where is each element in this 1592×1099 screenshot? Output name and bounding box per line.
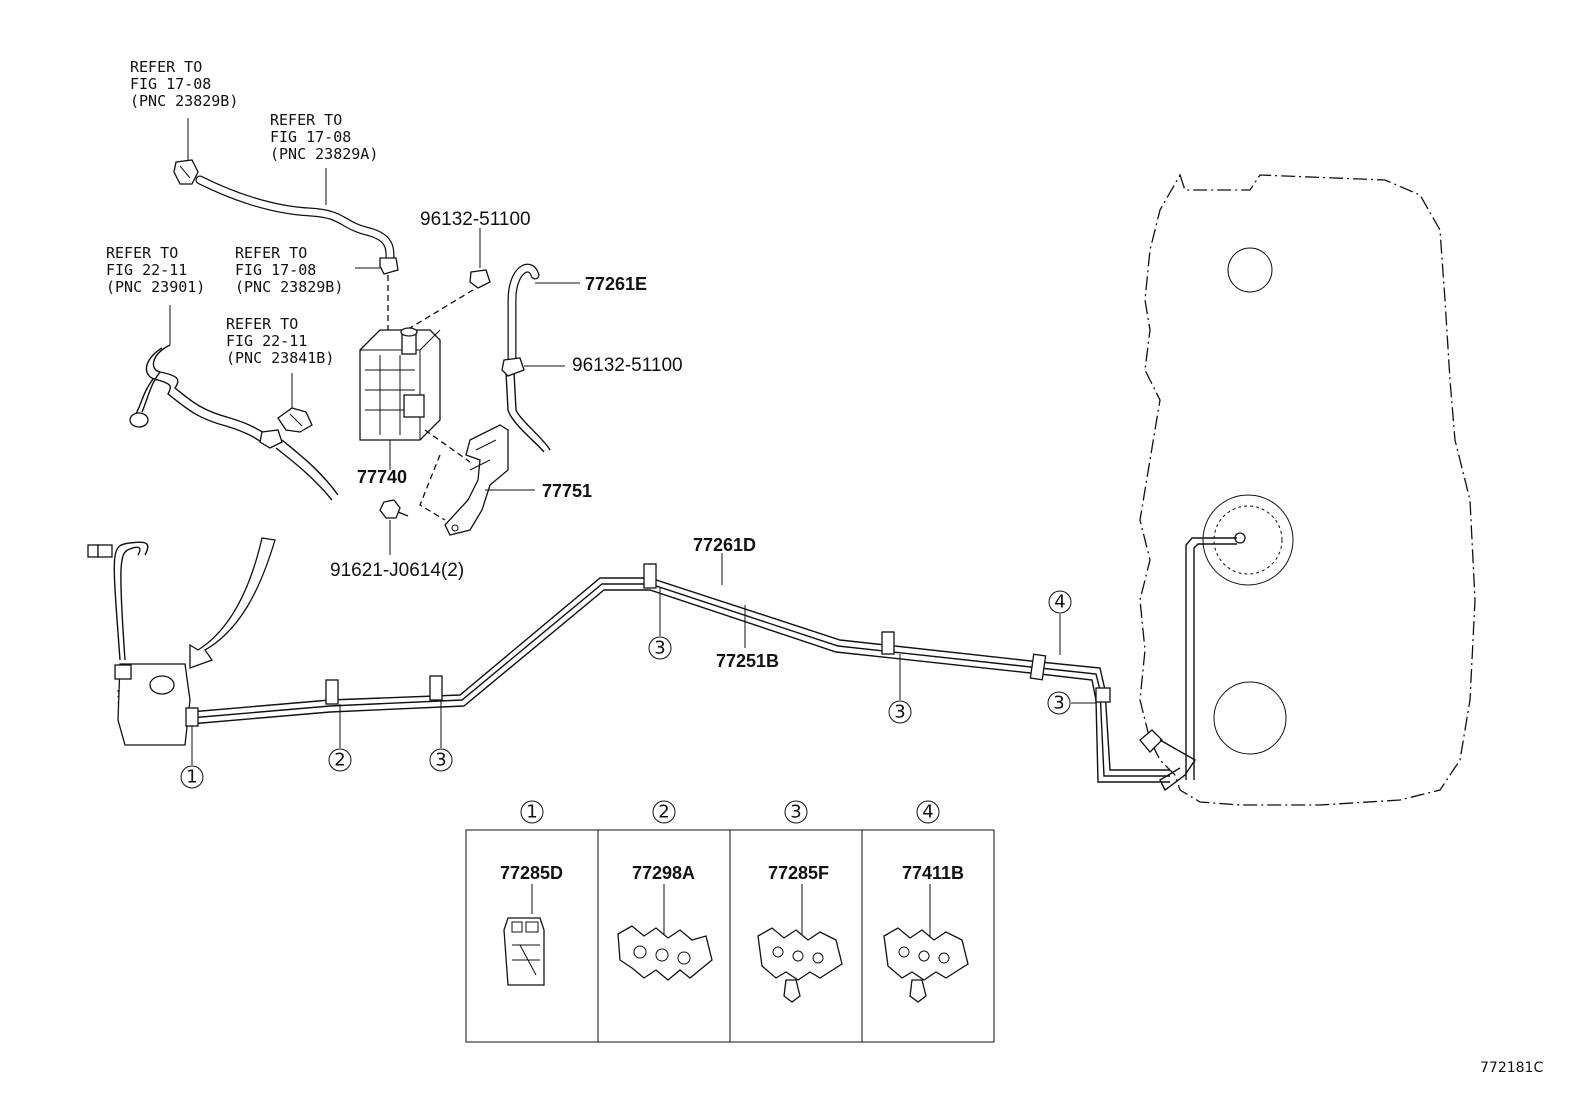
svg-text:3: 3	[654, 638, 665, 659]
legend-item-1: 1 77285D	[500, 800, 563, 986]
svg-text:1: 1	[526, 802, 537, 823]
svg-text:REFER TO: REFER TO	[106, 244, 178, 262]
svg-text:3: 3	[435, 750, 446, 771]
svg-text:FIG 17-08: FIG 17-08	[235, 261, 316, 279]
callout-4-route: 4	[1048, 590, 1072, 655]
direction-arrow	[189, 537, 276, 669]
svg-text:(PNC 23829B): (PNC 23829B)	[130, 92, 238, 110]
svg-text:FIG 22-11: FIG 22-11	[226, 332, 307, 350]
callout-3-route-c: 3	[888, 654, 912, 724]
hose-23829a	[173, 159, 399, 275]
canister-77740	[359, 327, 441, 441]
svg-text:REFER TO: REFER TO	[130, 58, 202, 76]
svg-text:77285F: 77285F	[768, 863, 829, 883]
part-label-77751: 77751	[542, 481, 592, 501]
svg-text:77298A: 77298A	[632, 863, 695, 883]
part-label-clamp-top: 96132-51100	[420, 209, 531, 230]
hose-77261e	[505, 263, 551, 453]
svg-text:4: 4	[922, 802, 933, 823]
svg-text:(PNC 23901): (PNC 23901)	[106, 278, 205, 296]
ref-label-mid-left: REFER TO FIG 22-11 (PNC 23901)	[106, 244, 205, 296]
fuel-tube-route	[117, 577, 1196, 792]
svg-text:2: 2	[334, 750, 345, 771]
clamp-legend: 1 77285D 2 77298A 3 77285F	[465, 800, 995, 1043]
legend-item-2: 2 77298A	[617, 800, 713, 981]
bolt-91621	[379, 499, 409, 519]
svg-text:FIG 17-08: FIG 17-08	[270, 128, 351, 146]
callout-3-route-b: 3	[648, 588, 672, 660]
svg-text:REFER TO: REFER TO	[270, 111, 342, 129]
part-label-77261d: 77261D	[693, 535, 756, 555]
svg-text:(PNC 23829B): (PNC 23829B)	[235, 278, 343, 296]
left-connector-assembly	[87, 541, 191, 746]
svg-text:REFER TO: REFER TO	[235, 244, 307, 262]
clamp-96132-top	[469, 228, 491, 289]
ref-label-top-left: REFER TO FIG 17-08 (PNC 23829B)	[130, 58, 238, 110]
svg-text:FIG 22-11: FIG 22-11	[106, 261, 187, 279]
svg-text:(PNC 23829A): (PNC 23829A)	[270, 145, 378, 163]
legend-item-4: 4 77411B	[883, 800, 969, 1003]
ref-label-lower-center: REFER TO FIG 22-11 (PNC 23841B)	[226, 315, 334, 367]
ref-label-top-center: REFER TO FIG 17-08 (PNC 23829A)	[270, 111, 378, 163]
svg-text:77411B: 77411B	[902, 863, 964, 883]
bracket-77751	[444, 424, 509, 536]
fitting-23841b	[277, 407, 313, 433]
svg-text:3: 3	[1053, 693, 1064, 714]
tube-clamps	[185, 563, 1111, 727]
svg-text:77285D: 77285D	[500, 863, 563, 883]
svg-text:REFER TO: REFER TO	[226, 315, 298, 333]
fuel-tank	[1139, 173, 1476, 806]
callout-3-route-a: 3	[429, 700, 453, 772]
part-label-77740: 77740	[357, 467, 407, 487]
svg-text:1: 1	[186, 767, 197, 788]
clamp-96132-right	[501, 357, 525, 377]
hose-23901	[129, 344, 339, 501]
legend-item-3: 3 77285F	[757, 800, 843, 1003]
svg-text:3: 3	[894, 702, 905, 723]
part-label-clamp-right: 96132-51100	[572, 355, 683, 376]
part-label-77261e: 77261E	[585, 274, 647, 294]
svg-text:FIG 17-08: FIG 17-08	[130, 75, 211, 93]
ref-label-mid-center: REFER TO FIG 17-08 (PNC 23829B)	[235, 244, 343, 296]
callout-1-route: 1	[180, 726, 204, 789]
svg-text:(PNC 23841B): (PNC 23841B)	[226, 349, 334, 367]
part-label-77251b: 77251B	[716, 651, 779, 671]
callout-2-route: 2	[328, 704, 352, 772]
svg-text:2: 2	[658, 802, 669, 823]
svg-text:3: 3	[790, 802, 801, 823]
callout-3-route-d: 3	[1047, 691, 1096, 715]
figure-id: 772181C	[1480, 1060, 1543, 1076]
part-label-91621: 91621-J0614(2)	[330, 560, 464, 581]
svg-text:4: 4	[1054, 592, 1065, 613]
